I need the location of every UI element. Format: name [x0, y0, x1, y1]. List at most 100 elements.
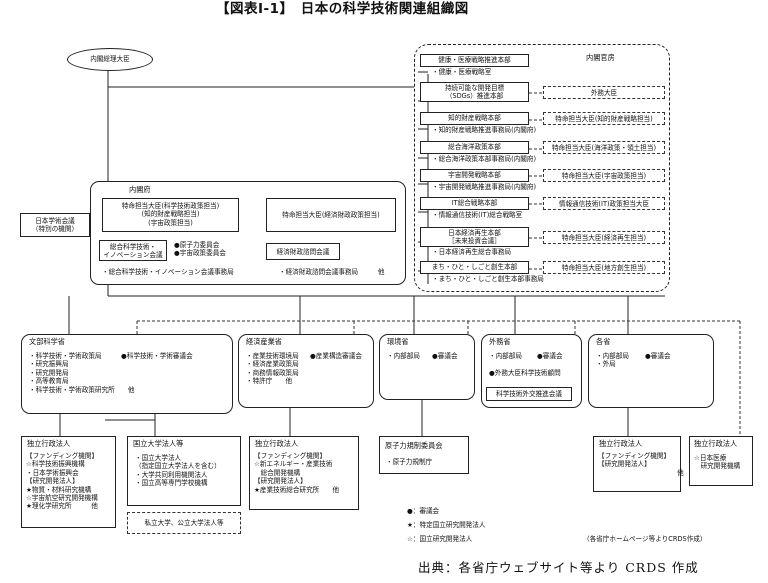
nra-text: ・原子力規制庁	[386, 458, 433, 466]
hq-minister: 特命担当大臣(地方創生担当)	[561, 264, 647, 272]
hq-minister: 特命担当大臣(経済再生担当)	[561, 234, 647, 242]
hq-name: 知的財産戦略本部	[448, 114, 501, 122]
hq-name: 日本経済再生本部 ［未来投資会議］	[448, 229, 501, 246]
hq-minister-box: 特命担当大臣(海洋政策・領土担当)	[543, 141, 665, 154]
hq-box: 知的財産戦略本部	[420, 112, 529, 125]
hq-minister: 特命担当大臣(宇宙政策担当)	[561, 172, 647, 180]
hq-sub: ・日本経済再生総合事務局	[432, 248, 512, 256]
private-text: 私立大学、公立大学法人等	[144, 519, 224, 527]
hq-minister: 特命担当大臣(海洋政策・領土担当)	[551, 144, 657, 152]
meti-iai-name: 独立行政法人	[255, 439, 299, 448]
nra-name: 原子力規制委員会	[385, 441, 443, 450]
univ-box: 国立大学法人等 ・国立大学法人 （指定国立大学法人を含む） ・大学共同利用機関法…	[127, 436, 241, 506]
meti-iai-box: 独立行政法人 【ファンディング機関】 ☆新エネルギー・産業技術 総合開発機構 【…	[249, 436, 359, 510]
hq-minister: 外務大臣	[590, 89, 618, 97]
nra-box: 原子力規制委員会 ・原子力規制庁	[379, 436, 469, 474]
mofa-advisor: ●外務大臣科学技術顧問	[489, 369, 561, 377]
creation-note: （各省庁ホームページ等よりCRDS作成）	[583, 535, 707, 543]
hq-minister-box: 特命担当大臣(地方創生担当)	[543, 261, 665, 274]
mext-name: 文部科学省	[29, 337, 65, 346]
hq-name: 健康・医療戦略推進本部	[438, 56, 511, 64]
hq-minister: 特命担当大臣(知的財産戦略担当)	[555, 115, 653, 123]
hq-minister: 情報通信技術(IT)政策担当大臣	[558, 200, 650, 208]
hq-name: 持続可能な開発目標 （SDGs）推進本部	[444, 84, 505, 101]
others-iai-text: 【ファンディング機関】 【研究開発法人】 他	[598, 452, 684, 477]
univ-text: ・国立大学法人 （指定国立大学法人を含む） ・大学共同利用機関法人 ・国立高等専…	[135, 454, 221, 488]
legend-council: ●：審議会	[407, 507, 440, 515]
meti-council: ●産業構造審議会	[310, 352, 362, 360]
hq-box: 総合海洋政策本部	[420, 141, 529, 154]
meti-items: ・産業技術環境局 ・経済産業政策局 ・商務情報政策局 ・特許庁 他	[246, 352, 299, 386]
cefp-office: ・経済財政諮問会議事務局 他	[279, 268, 385, 276]
meti-name: 経済産業省	[246, 337, 282, 346]
env-council: ●審議会	[432, 352, 458, 360]
legend-national: ☆：国立研究開発法人	[407, 535, 473, 543]
hq-name: 宇宙開発戦略本部	[448, 171, 501, 179]
amed-name: 独立行政法人	[694, 439, 738, 448]
others-box	[588, 334, 714, 408]
private-box: 私立大学、公立大学法人等	[127, 512, 241, 534]
univ-name: 国立大学法人等	[133, 439, 184, 448]
mext-iai-text: 【ファンディング機関】 ☆科学技術振興機構 ・日本学術振興会 【研究開発法人】 …	[26, 452, 99, 511]
diagram-title: 【図表Ⅰ-1】 日本の科学技術関連組織図	[216, 1, 469, 17]
cabinet-secretariat-container	[414, 44, 670, 292]
cstip-office: ・総合科学技術・イノベーション会議事務局	[102, 268, 234, 276]
others-name: 各省	[596, 337, 611, 346]
mext-box	[21, 334, 233, 414]
hq-box: 宇宙開発戦略本部	[420, 169, 529, 182]
hq-sub: ・まち・ひと・しごと創生本部事務局	[432, 275, 544, 283]
hq-sub: ・健康・医療戦略室	[432, 68, 492, 76]
prime-minister-node: 内閣総理大臣	[67, 48, 153, 71]
cefp-text: 経済財政諮問会議	[276, 248, 330, 256]
hq-minister-box: 特命担当大臣(経済再生担当)	[543, 231, 665, 244]
scj-text: 日本学術会議 （特別の機関）	[31, 217, 79, 234]
others-iai-name: 独立行政法人	[599, 439, 643, 448]
others-iai-box: 独立行政法人 【ファンディング機関】 【研究開発法人】 他	[593, 436, 684, 492]
mext-iai-box: 独立行政法人 【ファンディング機関】 ☆科学技術振興機構 ・日本学術振興会 【研…	[21, 436, 116, 528]
env-name: 環境省	[387, 337, 409, 346]
others-items: ・内部部局 ・外局	[596, 352, 629, 369]
hq-sub: ・知的財産戦略推進事務局(内閣府)	[432, 126, 537, 134]
cabinet-councils: ●原子力委員会 ●宇宙政策委員会	[174, 241, 226, 258]
minister-econ-text: 特命担当大臣(経済財政政策担当)	[282, 211, 380, 219]
amed-text: ☆日本医療 研究開発機構	[694, 454, 741, 471]
meti-box	[238, 334, 374, 408]
cstip-box: 総合科学技術・ イノベーション会議	[99, 240, 167, 261]
hq-box: 健康・医療戦略推進本部	[420, 54, 529, 67]
others-council: ●審議会	[645, 352, 671, 360]
hq-minister-box: 外務大臣	[543, 86, 665, 99]
pm-label: 内閣総理大臣	[90, 55, 130, 63]
scj-box: 日本学術会議 （特別の機関）	[20, 213, 90, 237]
env-items: ・内部部局	[387, 352, 420, 360]
cabinet-secretariat-label: 内閣官房	[586, 53, 615, 62]
legend-specified: ★：特定国立研究開発法人	[407, 521, 486, 529]
minister-sci-text: 特命担当大臣(科学技術政策担当) (知的財産戦略担当) (宇宙政策担当)	[121, 202, 220, 227]
hq-box: まち・ひと・しごと創生本部	[420, 261, 529, 274]
mext-items: ・科学技術・学術政策局 ・研究振興局 ・研究開発局 ・高等教育局 ・科学技術・学…	[29, 352, 135, 394]
mofa-council: ●審議会	[537, 352, 563, 360]
mofa-items: ・内部部局	[489, 352, 522, 360]
hq-minister-box: 特命担当大臣(宇宙政策担当)	[543, 169, 665, 182]
amed-box: 独立行政法人 ☆日本医療 研究開発機構	[689, 436, 753, 486]
hq-sub: ・宇宙開発戦略推進事務局(内閣府)	[432, 183, 537, 191]
hq-sub: ・総合海洋政策本部事務局(内閣府)	[432, 155, 537, 163]
cabinet-office-label: 内閣府	[129, 185, 151, 194]
hq-minister-box: 特命担当大臣(知的財産戦略担当)	[543, 112, 665, 125]
cefp-box: 経済財政諮問会議	[266, 243, 340, 260]
cstip-text: 総合科学技術・ イノベーション会議	[103, 243, 163, 260]
mofa-network: 科学技術外交推進会議	[496, 390, 562, 398]
meti-iai-text: 【ファンディング機関】 ☆新エネルギー・産業技術 総合開発機構 【研究開発法人】…	[254, 452, 340, 494]
hq-name: IT総合戦略本部	[451, 199, 498, 207]
mofa-name: 外務省	[489, 337, 511, 346]
minister-sci-box: 特命担当大臣(科学技術政策担当) (知的財産戦略担当) (宇宙政策担当)	[102, 198, 239, 232]
mofa-network-box: 科学技術外交推進会議	[486, 387, 572, 401]
hq-box: IT総合戦略本部	[420, 197, 529, 210]
hq-sub: ・情報通信技術(IT)総合戦略室	[432, 211, 523, 219]
mext-iai-name: 独立行政法人	[27, 439, 71, 448]
source-caption: 出典：各省庁ウェブサイト等より CRDS 作成	[418, 560, 699, 575]
hq-minister-box: 情報通信技術(IT)政策担当大臣	[543, 197, 665, 210]
minister-econ-box: 特命担当大臣(経済財政政策担当)	[266, 198, 396, 232]
hq-box: 持続可能な開発目標 （SDGs）推進本部	[420, 82, 529, 102]
hq-box: 日本経済再生本部 ［未来投資会議］	[420, 227, 529, 247]
mext-council: ●科学技術・学術審議会	[121, 352, 193, 360]
